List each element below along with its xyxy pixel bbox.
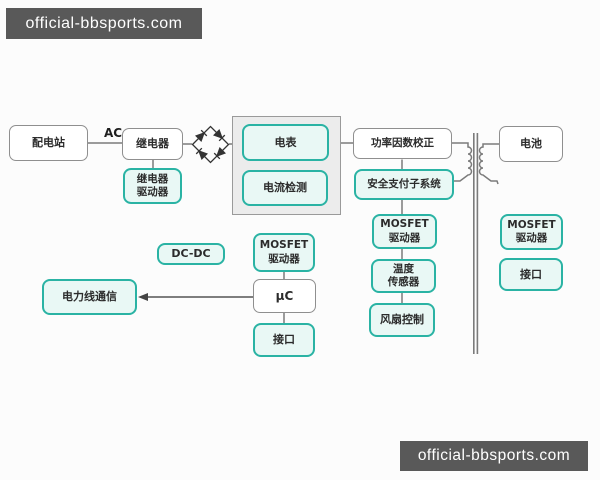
watermark-top: official-bbsports.com <box>6 8 202 39</box>
node-label: 安全支付子系统 <box>367 177 441 190</box>
node-label: 功率因数校正 <box>371 136 434 149</box>
node-dc-dc: DC-DC <box>157 243 225 265</box>
node-label: 温度 传感器 <box>387 262 420 288</box>
node-label: 电流检测 <box>263 181 307 195</box>
node-label: 电表 <box>274 135 297 149</box>
node-label: 配电站 <box>32 136 65 150</box>
watermark-bottom: official-bbsports.com <box>400 441 588 471</box>
node-mosfet-driver-mid: MOSFET 驱动器 <box>372 214 437 249</box>
node-label: μC <box>275 288 294 303</box>
watermark-text: official-bbsports.com <box>25 14 183 32</box>
node-meter: 电表 <box>242 124 329 161</box>
node-relay: 继电器 <box>122 128 183 160</box>
node-label: 电池 <box>520 137 542 151</box>
node-power-factor-correction: 功率因数校正 <box>353 128 452 159</box>
node-distribution-station: 配电站 <box>9 125 88 161</box>
node-interface-right: 接口 <box>499 258 563 291</box>
node-battery: 电池 <box>499 126 563 162</box>
node-power-line-comm: 电力线通信 <box>42 279 137 315</box>
node-label: 接口 <box>520 267 542 281</box>
node-label: MOSFET 驱动器 <box>380 218 429 244</box>
node-label: 继电器 驱动器 <box>136 172 169 198</box>
node-temperature-sensor: 温度 传感器 <box>371 259 436 293</box>
watermark-text: official-bbsports.com <box>417 447 571 464</box>
node-label: 接口 <box>273 333 295 347</box>
node-label: MOSFET 驱动器 <box>259 239 309 265</box>
node-microcontroller: μC <box>253 279 316 313</box>
node-relay-driver: 继电器 驱动器 <box>123 168 182 204</box>
node-label: 继电器 <box>136 137 169 151</box>
node-interface-left: 接口 <box>253 323 315 357</box>
node-secure-payment-subsystem: 安全支付子系统 <box>354 169 454 200</box>
node-label: DC-DC <box>171 247 211 261</box>
arrow-icon <box>138 293 253 301</box>
transformer-icon <box>452 133 499 354</box>
node-fan-control: 风扇控制 <box>369 303 435 337</box>
node-label: 风扇控制 <box>380 313 424 327</box>
bridge-rectifier-icon <box>191 125 230 164</box>
node-mosfet-driver-right: MOSFET 驱动器 <box>500 214 563 250</box>
ac-label: AC <box>103 126 123 140</box>
node-label: 电力线通信 <box>62 290 117 304</box>
node-label: MOSFET 驱动器 <box>507 218 556 244</box>
node-mosfet-driver-left: MOSFET 驱动器 <box>253 233 315 272</box>
node-current-detection: 电流检测 <box>242 170 328 206</box>
